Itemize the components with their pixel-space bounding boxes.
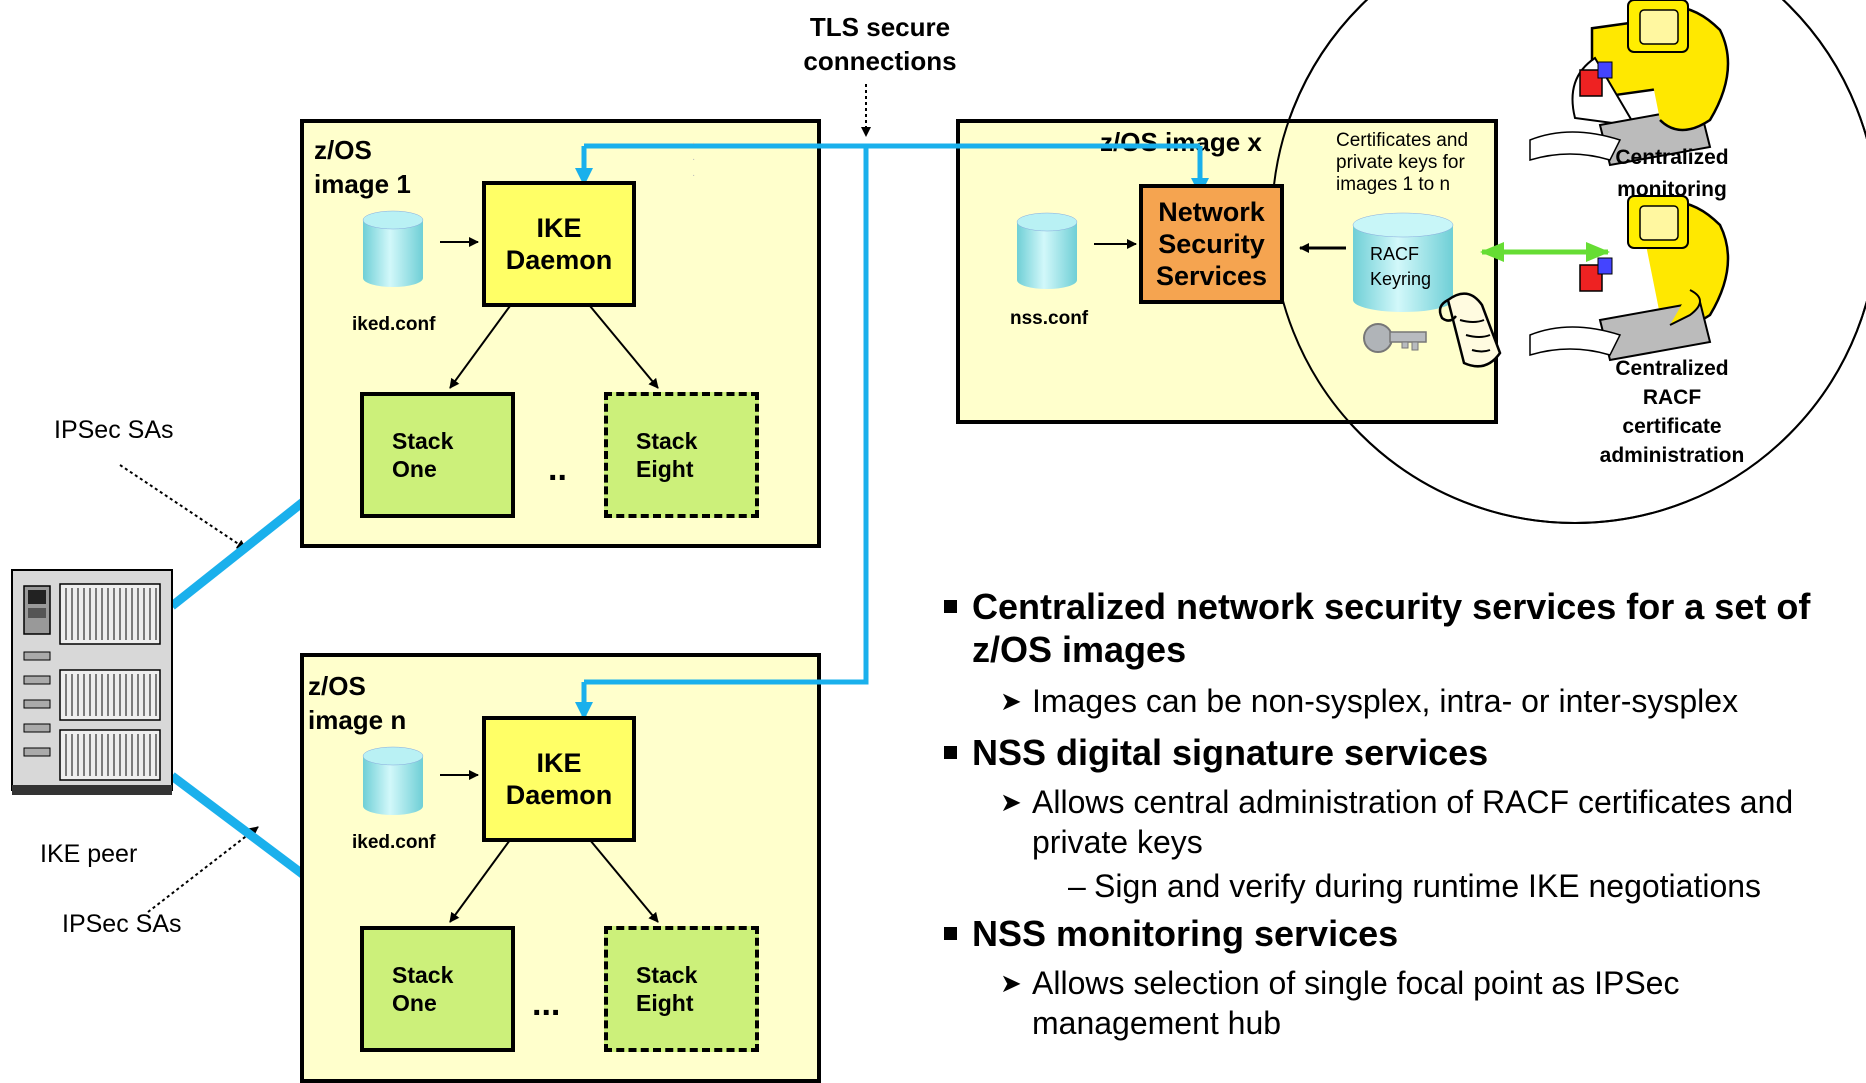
ipsec-top-pointer <box>119 464 247 550</box>
ipsec-bottom-pointer <box>147 826 259 913</box>
ipsec-sas-top-label: IPSec SAs <box>54 416 174 444</box>
bullet-digital-signature-sub: ➤Allows central administration of RACF c… <box>1000 784 1794 860</box>
iked-conf-label-n: iked.conf <box>352 832 436 853</box>
nss-conf-database <box>1016 212 1078 289</box>
image-x-title: z/OS image x <box>1100 127 1262 157</box>
workstation-icon-bottom <box>1529 195 1730 362</box>
racf-keyring-cylinder <box>1352 212 1454 312</box>
bullet-centralized: Centralized network security services fo… <box>940 585 1866 671</box>
ellipsis-n: ... <box>532 985 561 1023</box>
server-icon <box>11 569 173 795</box>
svg-text:·: · <box>692 154 695 165</box>
bullet-monitoring-sub: ➤Allows selection of single focal point … <box>1000 965 1680 1041</box>
svg-text:·: · <box>692 138 695 149</box>
nss-conf-label: nss.conf <box>1010 308 1089 329</box>
bullet-centralized-sub: ➤Images can be non-sysplex, intra- or in… <box>1000 683 1739 719</box>
certificate-icon <box>1438 292 1502 368</box>
ipsec-sas-bottom-label: IPSec SAs <box>62 910 182 938</box>
bullet-list: Centralized network security services fo… <box>940 585 1866 1047</box>
ike-peer-label: IKE peer <box>40 840 138 868</box>
svg-text:·: · <box>692 170 695 181</box>
ellipsis-1: .. <box>548 450 567 488</box>
iked-conf-database-1 <box>362 210 424 287</box>
iked-conf-label-1: iked.conf <box>352 314 436 335</box>
bullet-monitoring: NSS monitoring services <box>940 912 1866 955</box>
bullet-digital-signature: NSS digital signature services <box>940 731 1866 774</box>
iked-conf-database-n <box>362 746 424 815</box>
bullet-digital-signature-subsub: –Sign and verify during runtime IKE nego… <box>1068 868 1762 904</box>
tls-line-main <box>584 146 869 685</box>
workstation-icon-top <box>1529 0 1730 167</box>
key-icon <box>1363 323 1427 353</box>
